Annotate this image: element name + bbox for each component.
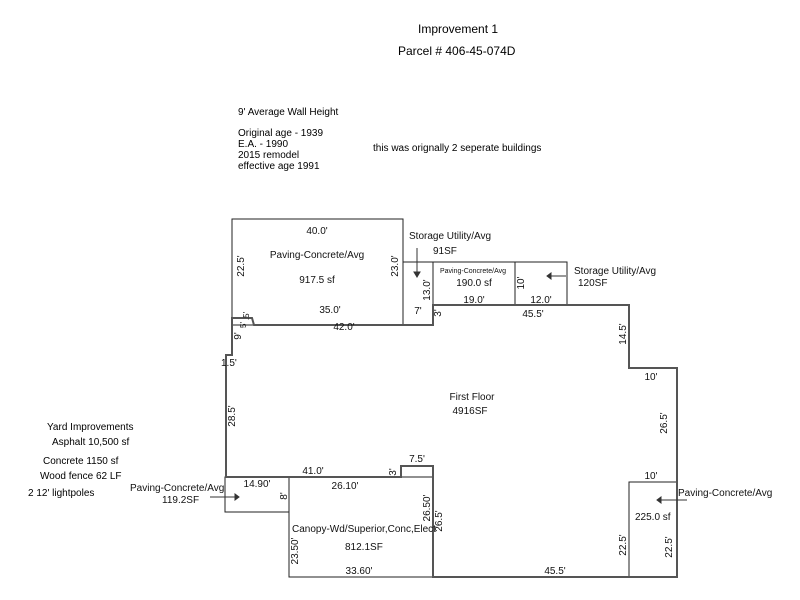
first-floor-outline bbox=[225, 304, 678, 578]
ea-note: E.A. - 1990 bbox=[238, 139, 289, 150]
dimension-label: 22.5' bbox=[664, 536, 675, 557]
dimension-label: 10' bbox=[644, 372, 657, 383]
area-name: First Floor bbox=[450, 392, 496, 403]
yard-title: Yard Improvements bbox=[47, 422, 134, 433]
dimension-label: 7.5' bbox=[409, 454, 425, 465]
remodel-note: 2015 remodel bbox=[238, 150, 300, 161]
dimension-label: 13.0' bbox=[422, 279, 433, 300]
dimension-label: 26.10' bbox=[332, 481, 359, 492]
dimension-label: 3' bbox=[388, 468, 399, 476]
dimension-label: 9' bbox=[233, 332, 244, 340]
arrow-head-icon bbox=[546, 272, 552, 280]
yard-item: Wood fence 62 LF bbox=[40, 471, 122, 482]
dimension-label: 3' bbox=[433, 309, 444, 317]
area-name: Storage Utility/Avg bbox=[409, 231, 491, 242]
dimension-label: 1.5' bbox=[221, 358, 237, 369]
area-size: 225.0 sf bbox=[635, 512, 671, 523]
dimension-label: 7' bbox=[414, 306, 422, 317]
dimension-label: 26.5' bbox=[434, 510, 445, 531]
area-name: Paving-Concrete/Avg bbox=[440, 268, 506, 275]
area-name: Paving-Concrete/Avg bbox=[270, 250, 364, 261]
dimension-label: 8' bbox=[279, 492, 290, 500]
area-size: 190.0 sf bbox=[456, 278, 492, 289]
arrow-head-icon bbox=[234, 493, 240, 501]
original-age-note: Original age - 1939 bbox=[238, 128, 324, 139]
dimension-label: 19.0' bbox=[463, 295, 484, 306]
dimension-label: 14.90' bbox=[244, 479, 271, 490]
paving-area-4 bbox=[628, 481, 678, 578]
dimension-label: 23.0' bbox=[390, 255, 401, 276]
dimension-label: 28.5' bbox=[227, 405, 238, 426]
area-size: 812.1SF bbox=[345, 542, 383, 553]
dimension-label: 42.0' bbox=[333, 322, 354, 333]
area-name: Paving-Concrete/Avg bbox=[678, 488, 772, 499]
dimension-label: 10' bbox=[516, 276, 527, 289]
dimension-label: 26.50' bbox=[422, 494, 433, 521]
parcel-number: Parcel # 406-45-074D bbox=[398, 44, 516, 58]
comment-note: this was orignally 2 seperate buildings bbox=[373, 143, 542, 154]
dimension-label: 35.0' bbox=[319, 305, 340, 316]
dimension-label: 26.5' bbox=[659, 412, 670, 433]
area-name: Paving-Concrete/Avg bbox=[130, 483, 224, 494]
area-name: Storage Utility/Avg bbox=[574, 266, 656, 277]
yard-item: Concrete 1150 sf bbox=[43, 456, 119, 467]
dimension-label: 45.5' bbox=[544, 566, 565, 577]
dimension-label: 40.0' bbox=[306, 226, 327, 237]
area-size: 4916SF bbox=[452, 406, 487, 417]
dimension-label: 23.50' bbox=[290, 537, 301, 564]
dimension-label: 10' bbox=[644, 471, 657, 482]
arrows bbox=[210, 248, 687, 504]
area-size: 917.5 sf bbox=[299, 275, 335, 286]
effective-age-note: effective age 1991 bbox=[238, 161, 320, 172]
dimension-label: 14.5' bbox=[618, 323, 629, 344]
dimension-label: .5' bbox=[242, 311, 251, 320]
dimension-label: 33.60' bbox=[346, 566, 373, 577]
dimension-label: 5' bbox=[239, 322, 248, 328]
wall-height-note: 9' Average Wall Height bbox=[238, 107, 339, 118]
area-size: 91SF bbox=[433, 246, 457, 257]
yard-item: 2 12' lightpoles bbox=[28, 488, 95, 499]
arrow-head-icon bbox=[656, 496, 662, 504]
dimension-label: 45.5' bbox=[522, 309, 543, 320]
dimension-label: 41.0' bbox=[302, 466, 323, 477]
yard-item: Asphalt 10,500 sf bbox=[52, 437, 130, 448]
area-size: 120SF bbox=[578, 278, 607, 289]
dimension-label: 12.0' bbox=[530, 295, 551, 306]
area-size: 119.2SF bbox=[162, 495, 199, 506]
area-name: Canopy-Wd/Superior,Conc,Elect bbox=[292, 524, 436, 535]
dimension-label: 22.5' bbox=[618, 534, 629, 555]
dimension-label: 22.5' bbox=[236, 255, 247, 276]
arrow-head-icon bbox=[413, 271, 421, 278]
sketch-title: Improvement 1 bbox=[418, 22, 499, 36]
